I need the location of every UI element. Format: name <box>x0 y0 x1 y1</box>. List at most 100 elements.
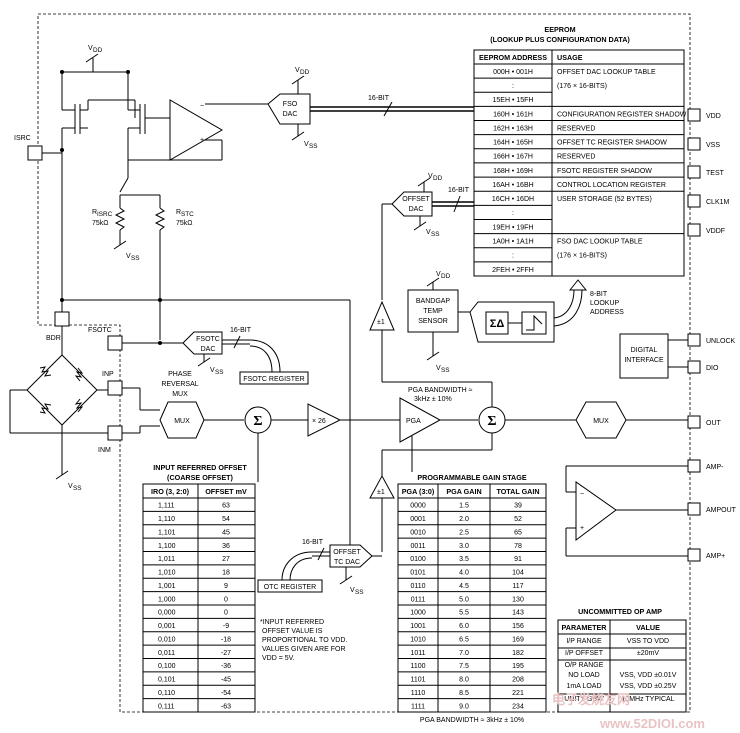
offset-row-value: -63 <box>221 703 231 710</box>
gain-row-code: 0111 <box>411 596 426 603</box>
svg-text:ΣΔ: ΣΔ <box>490 318 505 330</box>
svg-text:V: V <box>436 365 441 372</box>
svg-text:DAC: DAC <box>409 206 424 213</box>
offset-row-code: 1,011 <box>158 556 175 563</box>
pin-label-vdd: VDD <box>706 113 721 120</box>
svg-text:R: R <box>176 209 181 216</box>
opamp-row-parameter: 1mA LOAD <box>566 683 601 690</box>
svg-text:V: V <box>295 67 300 74</box>
bridge: BDR V SS INP INM <box>9 298 350 492</box>
offset-row-value: 63 <box>222 503 230 510</box>
pin-label-dio: DIO <box>706 365 719 372</box>
svg-text:DD: DD <box>93 47 103 54</box>
eeprom-subtitle: (LOOKUP PLUS CONFIGURATION DATA) <box>490 35 630 44</box>
gain-row-code: 1100 <box>410 663 425 670</box>
gain-row-total-gain: 182 <box>512 650 524 657</box>
pin-inp <box>107 380 123 396</box>
offset-row-value: -27 <box>221 650 231 657</box>
pin-label-bdr: BDR <box>46 335 61 342</box>
svg-text:PGA: PGA <box>406 418 421 425</box>
offset-row-code: 0,001 <box>158 623 176 630</box>
fsotc-register <box>239 371 309 385</box>
current-source: V DD ISRC − + <box>14 45 268 340</box>
eeprom-row-usage: (176 × 16-BITS) <box>557 83 607 90</box>
svg-text:PROPORTIONAL TO VDD.: PROPORTIONAL TO VDD. <box>262 637 347 644</box>
svg-text:PGA BANDWIDTH ≈: PGA BANDWIDTH ≈ <box>408 387 473 394</box>
chip-boundary <box>37 13 691 713</box>
pin-label-vddf: VDDF <box>706 228 725 235</box>
svg-text:16-BIT: 16-BIT <box>230 327 252 334</box>
gain-row-pga-gain: 4.5 <box>459 583 469 590</box>
gain-row-code: 1011 <box>410 650 425 657</box>
offset-tc-dac: OFFSET TC DAC V SS 16-BIT OTC REGISTER <box>257 539 382 596</box>
gain-row-pga-gain: 8.0 <box>459 677 469 684</box>
eeprom-row-usage: OFFSET TC REGISTER SHADOW <box>557 140 667 147</box>
svg-text:(COARSE OFFSET): (COARSE OFFSET) <box>167 473 233 482</box>
pga-amp <box>399 397 442 443</box>
svg-text:MUX: MUX <box>172 391 188 398</box>
eeprom-row-address: 164H • 165H <box>493 140 533 147</box>
uncommitted-opamp: − + <box>565 465 688 557</box>
gain-row-total-gain: 104 <box>512 570 524 577</box>
svg-text:BANDGAP: BANDGAP <box>416 298 451 305</box>
pin-label-amp-plus: AMP+ <box>706 553 725 560</box>
pin-clk1m <box>687 194 701 208</box>
svg-text:PGA (3:0): PGA (3:0) <box>402 487 435 496</box>
svg-text:SENSOR: SENSOR <box>418 318 448 325</box>
gain-row-total-gain: 130 <box>512 596 524 603</box>
svg-text:8-BIT: 8-BIT <box>590 291 608 298</box>
opamp-row-parameter: I/P OFFSET <box>565 650 604 657</box>
svg-text:SS: SS <box>441 367 450 374</box>
eeprom-row-address: 15EH • 15FH <box>493 97 534 104</box>
pin-label-vss: VSS <box>706 142 720 149</box>
eeprom-col-address: EEPROM ADDRESS <box>479 53 547 62</box>
eeprom-row-usage: USER STORAGE (52 BYTES) <box>557 196 652 203</box>
svg-text:PHASE: PHASE <box>168 371 192 378</box>
opamp-row-value: 10MHz TYPICAL <box>621 696 674 703</box>
pin-ampout <box>687 502 701 516</box>
offset-row-code: 0,010 <box>158 636 176 643</box>
opamp-row-value: VSS TO VDD <box>627 638 669 645</box>
gain-row-pga-gain: 2.5 <box>459 529 469 536</box>
svg-text:*INPUT REFERRED: *INPUT REFERRED <box>260 619 324 626</box>
opamp-row-value: VSS, VDD ±0.25V <box>620 683 677 690</box>
eeprom-row-address: 1A0H • 1A1H <box>492 238 533 245</box>
svg-text:VALUES GIVEN ARE FOR: VALUES GIVEN ARE FOR <box>262 646 346 653</box>
gain-row-code: 0010 <box>410 529 426 536</box>
eeprom-row-usage: FSO DAC LOOKUP TABLE <box>557 238 643 245</box>
offset-row-code: 0,111 <box>158 703 175 710</box>
gain-row-pga-gain: 3.5 <box>459 556 469 563</box>
gain-row-pga-gain: 3.0 <box>459 543 469 550</box>
svg-text:V: V <box>304 141 309 148</box>
eeprom-row-usage: OFFSET DAC LOOKUP TABLE <box>557 69 656 76</box>
svg-text:IRO (3, 2:0): IRO (3, 2:0) <box>151 487 190 496</box>
offset-row-value: 27 <box>222 556 230 563</box>
svg-text:MUX: MUX <box>593 418 609 425</box>
offset-row-code: 1,101 <box>158 529 176 536</box>
svg-text:±1: ±1 <box>377 489 385 496</box>
svg-text:V: V <box>126 253 131 260</box>
svg-text:OFFSET: OFFSET <box>402 196 430 203</box>
eeprom-row-usage: (176 × 16-BITS) <box>557 253 607 260</box>
pin-dio <box>687 360 701 374</box>
digital-interface: DIGITAL INTERFACE <box>619 333 688 379</box>
pin-out <box>687 415 701 429</box>
offset-row-value: 54 <box>222 516 230 523</box>
svg-text:±1: ±1 <box>377 319 385 326</box>
svg-text:V: V <box>426 229 431 236</box>
gain-row-code: 1101 <box>410 677 425 684</box>
pin-amp-plus <box>687 548 701 562</box>
eeprom-row-usage: RESERVED <box>557 125 595 132</box>
eeprom-col-usage: USAGE <box>557 53 583 62</box>
gain-row-pga-gain: 6.5 <box>459 636 469 643</box>
svg-text:75kΩ: 75kΩ <box>176 220 193 227</box>
svg-text:V: V <box>210 367 215 374</box>
svg-text:UNCOMMITTED OP AMP: UNCOMMITTED OP AMP <box>578 607 662 616</box>
svg-text:ADDRESS: ADDRESS <box>590 309 624 316</box>
svg-text:3kHz ± 10%: 3kHz ± 10% <box>414 396 452 403</box>
offset-row-value: -45 <box>221 677 231 684</box>
otc-register <box>257 579 323 593</box>
svg-text:V: V <box>436 271 441 278</box>
